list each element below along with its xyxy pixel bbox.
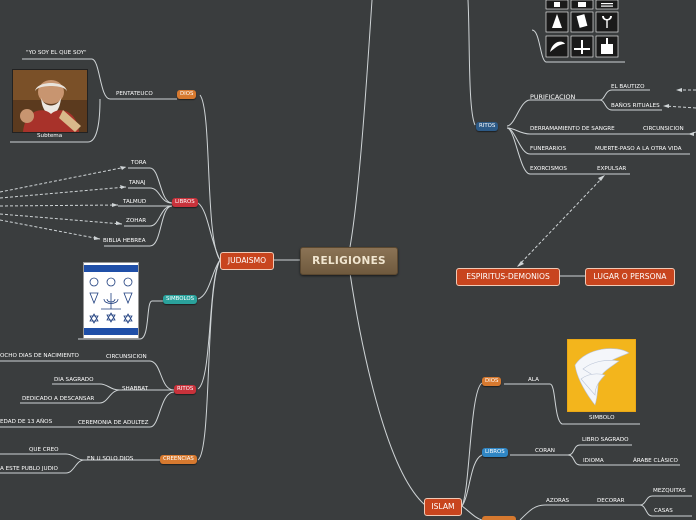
pueblo-judio-label[interactable]: A ESTE PUBLO JUDIO <box>0 466 58 472</box>
funerarios-label[interactable]: FUNERARIOS <box>530 146 567 152</box>
mezquitas-label[interactable]: MEZQUITAS <box>653 488 686 494</box>
connector-judaismo-dios <box>199 94 221 261</box>
judaismo-node[interactable]: JUDAISMO <box>220 252 274 270</box>
que-creo-label[interactable]: QUE CREO <box>29 447 59 453</box>
relation-dashed-zohar <box>0 213 123 225</box>
relation-dashed-tora <box>0 166 127 193</box>
circuncision-label[interactable]: CIRCUNSICION <box>106 354 147 360</box>
judaismo-libros-tag[interactable]: LIBROS <box>172 198 198 207</box>
connector-judaismo-simbolos <box>197 259 221 300</box>
dia-sagrado-label[interactable]: DIA SAGRADO <box>54 377 94 383</box>
wing-symbol-image[interactable] <box>566 338 637 413</box>
judaismo-creencias-tag[interactable]: CREENCIAS <box>160 455 197 464</box>
judaismo-simbolos-tag[interactable]: SIMBOLOS <box>163 295 197 304</box>
right-circuncision-label[interactable]: CIRCUNSICION <box>643 126 684 132</box>
religious-icons-grid-image[interactable] <box>545 0 621 58</box>
islam-libros-tag[interactable]: LIBROS <box>482 448 508 457</box>
simbolo-caption: SIMBOLO <box>589 415 615 421</box>
connector-judaismo-creencias <box>197 259 221 461</box>
root-node[interactable]: RELIGIONES <box>300 247 398 275</box>
arabe-clasico-label[interactable]: ÁRABE CLÁSICO <box>633 458 678 464</box>
muerte-label[interactable]: MUERTE-PASO A LA OTRA VIDA <box>595 146 682 152</box>
dedicado-label[interactable]: DEDICADO A DESCANSAR <box>22 396 95 402</box>
shabbat-label[interactable]: SHABBAT <box>122 386 149 392</box>
connector-right-ritos <box>467 0 476 126</box>
ala-label[interactable]: ALA <box>528 377 539 383</box>
espiritus-demonios-node[interactable]: ESPIRITUS-DEMONIOS <box>456 268 560 286</box>
relation-dashed-espiritus <box>517 175 605 267</box>
edad-label[interactable]: EDAD DE 13 AÑOS <box>0 419 53 425</box>
relation-dashed-tanaj <box>0 186 127 199</box>
moses-painting-image[interactable] <box>12 69 88 133</box>
lugar-persona-node[interactable]: LUGAR O PERSONA <box>585 268 675 286</box>
islam-dios-tag[interactable]: DIOS <box>482 377 502 386</box>
pentateuco-label[interactable]: PENTATEUCO <box>116 91 153 97</box>
libro-item-talmud[interactable]: TALMUD <box>123 199 147 205</box>
exorcismos-label[interactable]: EXORCISMOS <box>530 166 567 172</box>
libro-item-biblia-hebrea[interactable]: BIBLIA HEBREA <box>103 238 146 244</box>
libro-item-tanaj[interactable]: TANAJ <box>129 180 146 186</box>
jewish-symbols-image[interactable] <box>83 262 139 339</box>
libro-item-tora[interactable]: TORA <box>131 160 147 166</box>
islam-node[interactable]: ISLAM <box>424 498 462 516</box>
judaismo-ritos-tag[interactable]: RITOS <box>174 385 197 394</box>
expulsar-label[interactable]: EXPULSAR <box>597 166 627 172</box>
azoras-label[interactable]: AZORAS <box>546 498 570 504</box>
casas-label[interactable]: CASAS <box>654 508 673 514</box>
right-ritos-tag[interactable]: RITOS <box>476 122 499 131</box>
libro-item-zohar[interactable]: ZOHAR <box>126 218 147 224</box>
un-solo-dios-label[interactable]: EN U SOLO DIOS <box>87 456 134 462</box>
quote-label[interactable]: "YO SOY EL QUE SOY" <box>26 50 87 56</box>
relation-dashed-biblia <box>0 219 101 240</box>
judaismo-dios-tag[interactable]: DIOS <box>177 90 197 99</box>
connector-root-islam <box>349 272 426 506</box>
bautizo-label[interactable]: EL BAUTIZO <box>611 84 645 90</box>
connector-dios-quote <box>22 58 177 100</box>
connector-islam-libros <box>461 454 483 507</box>
ceremonia-label[interactable]: CEREMONIA DE ADULTEZ <box>78 420 149 426</box>
idioma-label[interactable]: IDIOMA <box>583 458 604 464</box>
subtema-caption: Subtema <box>37 133 63 139</box>
coran-label[interactable]: CORAN <box>535 448 555 454</box>
connector-root-top <box>349 0 373 248</box>
ocho-dias-label[interactable]: OCHO DIAS DE NACIMIENTO <box>0 353 79 359</box>
connector-judaismo-libros <box>197 202 221 261</box>
purificacion-label[interactable]: PURIFICACION <box>530 93 576 101</box>
derramamiento-label[interactable]: DERRAMAMIENTO DE SANGRE <box>530 126 615 132</box>
banos-rituales-label[interactable]: BAÑOS RITUALES <box>611 103 660 109</box>
relation-dashed-banos <box>664 105 696 109</box>
decorar-label[interactable]: DECORAR <box>597 498 625 504</box>
islam-third-tag[interactable] <box>482 516 516 520</box>
relation-dashed-talmud <box>0 204 119 207</box>
connector-islam-dios <box>461 382 483 507</box>
libro-sagrado-label[interactable]: LIBRO SAGRADO <box>582 437 629 443</box>
